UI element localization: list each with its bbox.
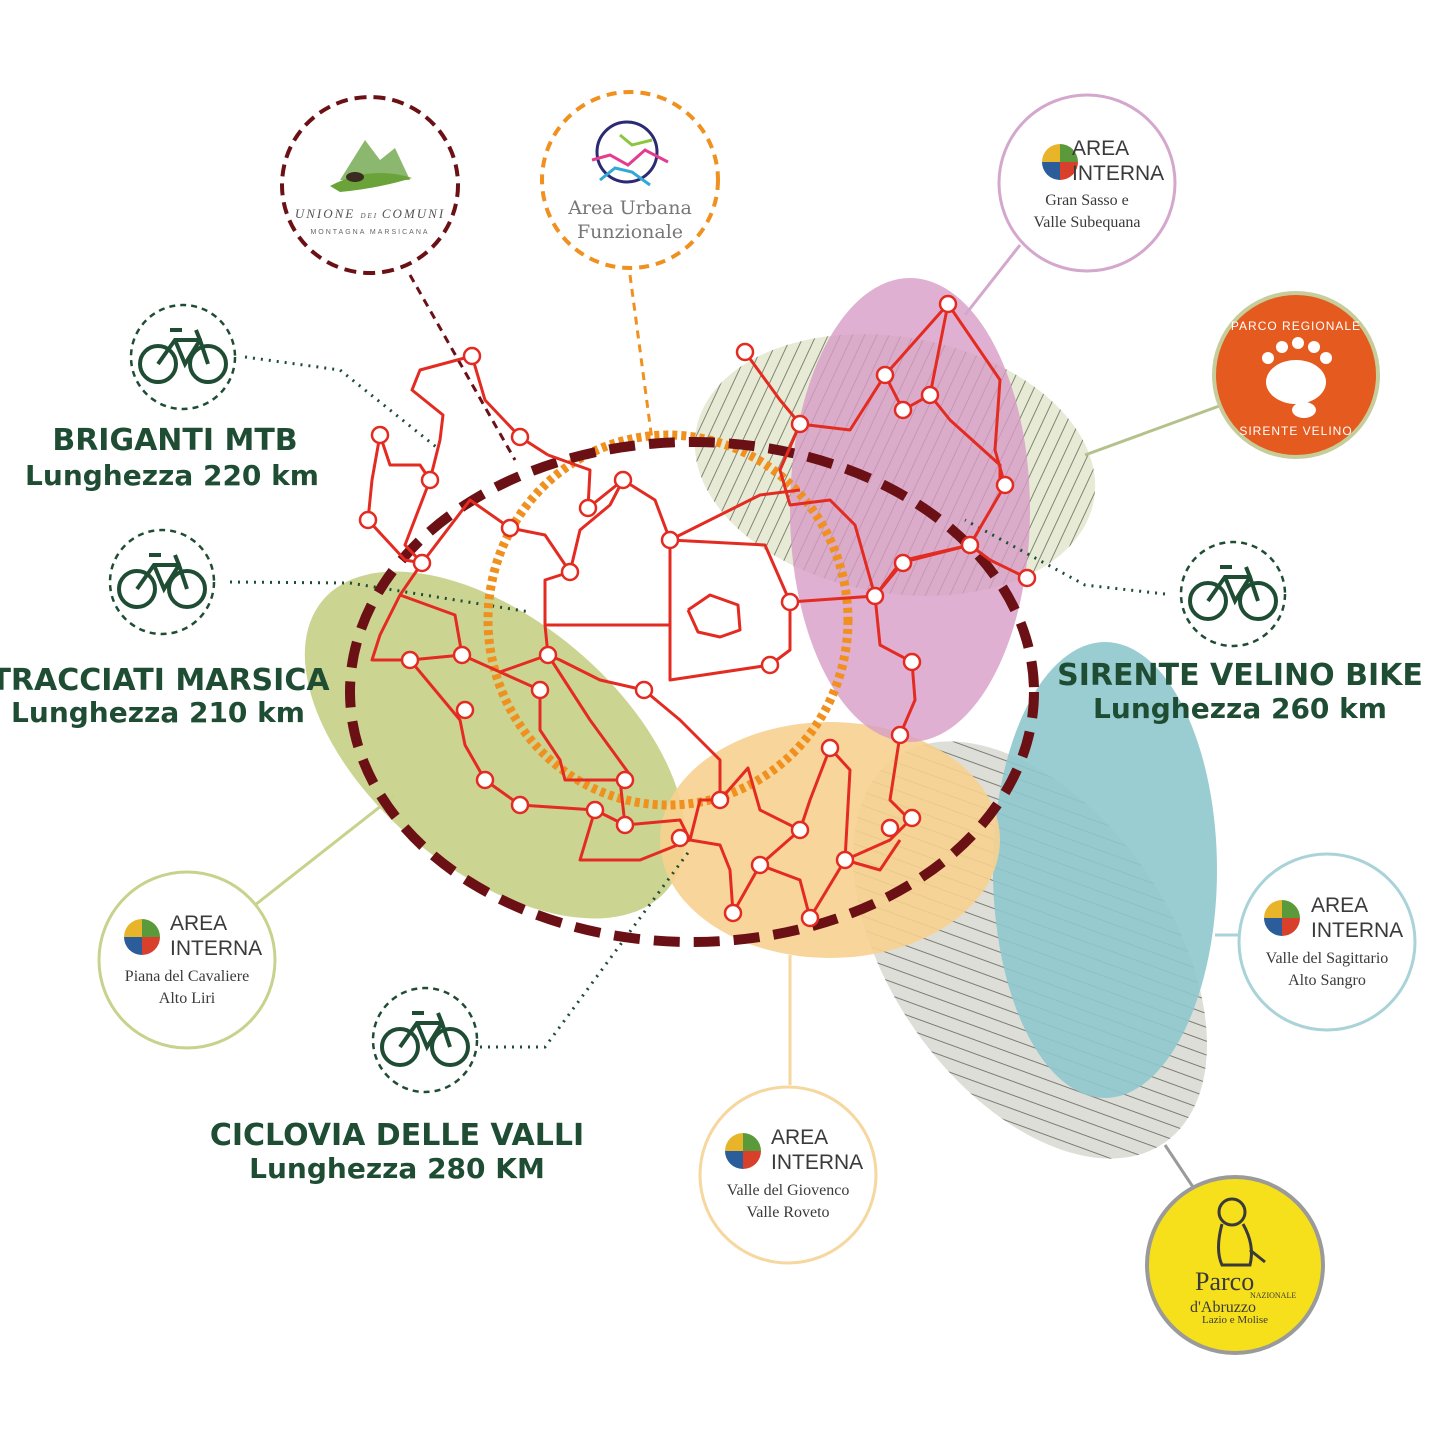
- svg-text:MONTAGNA MARSICANA: MONTAGNA MARSICANA: [310, 229, 429, 236]
- svg-text:Alto Sangro: Alto Sangro: [1288, 972, 1366, 989]
- area-interna-icon: [124, 919, 160, 955]
- parco-nazionale-abruzzo-logo: Parco NAZIONALE d'Abruzzo Lazio e Molise: [1145, 1175, 1325, 1355]
- svg-text:NAZIONALE: NAZIONALE: [1250, 1291, 1296, 1300]
- svg-text:Lazio e Molise: Lazio e Molise: [1202, 1314, 1268, 1326]
- svg-text:AREA: AREA: [170, 912, 227, 935]
- svg-text:AREA: AREA: [771, 1126, 828, 1149]
- svg-text:Valle del Giovenco: Valle del Giovenco: [727, 1182, 850, 1199]
- network-icon: [595, 120, 659, 184]
- route-label-briganti: BRIGANTI MTB Lunghezza 220 km: [25, 423, 319, 492]
- svg-text:Lunghezza 210 km: Lunghezza 210 km: [11, 696, 305, 729]
- bike-icon-briganti: [129, 303, 237, 411]
- region-teal: [993, 642, 1217, 1098]
- area-interna-icon: [1042, 144, 1078, 180]
- svg-text:INTERNA: INTERNA: [771, 1151, 863, 1174]
- unione-word: UNIONE: [295, 206, 361, 221]
- svg-text:Valle del Sagittario: Valle del Sagittario: [1266, 950, 1389, 967]
- svg-text:AREA: AREA: [1072, 137, 1129, 160]
- parco-sirente-velino-logo: PARCO REGIONALE SIRENTE VELINO: [1212, 291, 1380, 459]
- svg-text:Piana del Cavaliere: Piana del Cavaliere: [125, 968, 249, 985]
- connector-lines: [229, 244, 1240, 1191]
- svg-text:BRIGANTI MTB: BRIGANTI MTB: [52, 423, 297, 458]
- svg-text:CICLOVIA DELLE VALLI: CICLOVIA DELLE VALLI: [210, 1118, 584, 1153]
- region-green: [304, 571, 686, 919]
- svg-text:Valle Roveto: Valle Roveto: [746, 1204, 829, 1221]
- svg-text:Funzionale: Funzionale: [577, 221, 683, 243]
- route-label-ciclovia: CICLOVIA DELLE VALLI Lunghezza 280 KM: [210, 1118, 584, 1185]
- area-interna-icon: [1264, 900, 1300, 936]
- svg-text:AREA: AREA: [1311, 894, 1368, 917]
- svg-text:SIRENTE VELINO: SIRENTE VELINO: [1239, 424, 1352, 438]
- unione-comuni-logo: UNIONE DEI COMUNI MONTAGNA MARSICANA: [280, 95, 460, 275]
- bike-icon-marsica: [108, 528, 216, 636]
- svg-text:INTERNA: INTERNA: [1311, 919, 1403, 942]
- bike-icon-sirente: [1179, 540, 1287, 648]
- bear-icon: [346, 172, 364, 182]
- svg-text:Gran Sasso e: Gran Sasso e: [1045, 192, 1129, 209]
- area-interna-giovenco: AREA INTERNA Valle del Giovenco Valle Ro…: [698, 1085, 878, 1265]
- svg-text:Alto Liri: Alto Liri: [159, 990, 216, 1007]
- svg-text:d'Abruzzo: d'Abruzzo: [1190, 1299, 1256, 1316]
- area-interna-piana: AREA INTERNA Piana del Cavaliere Alto Li…: [97, 870, 277, 1050]
- svg-text:PARCO REGIONALE: PARCO REGIONALE: [1231, 319, 1361, 333]
- svg-text:Lunghezza 260 km: Lunghezza 260 km: [1093, 692, 1387, 725]
- svg-text:UNIONE DEI COMUNI: UNIONE DEI COMUNI: [295, 206, 445, 221]
- comuni-word: COMUNI: [382, 206, 445, 221]
- area-interna-icon: [725, 1133, 761, 1169]
- bear-icon: [1217, 1197, 1266, 1267]
- route-label-sirente: SIRENTE VELINO BIKE Lunghezza 260 km: [1057, 658, 1423, 725]
- bike-icon-ciclovia: [371, 986, 479, 1094]
- route-nodes: [358, 294, 1037, 928]
- orange-dashed-boundary: [483, 430, 853, 810]
- svg-text:INTERNA: INTERNA: [1072, 162, 1164, 185]
- area-interna-gran-sasso: AREA INTERNA Gran Sasso e Valle Subequan…: [997, 93, 1177, 273]
- region-shapes: [304, 278, 1217, 1159]
- area-urbana-logo: Area Urbana Funzionale: [540, 90, 720, 270]
- maroon-dashed-boundary: [345, 437, 1039, 947]
- paw-icon: [1262, 337, 1332, 418]
- route-label-marsica: TRACCIATI MARSICA Lunghezza 210 km: [0, 663, 330, 729]
- area-interna-sagittario: AREA INTERNA Valle del Sagittario Alto S…: [1237, 852, 1417, 1032]
- svg-text:Lunghezza 220 km: Lunghezza 220 km: [25, 459, 319, 492]
- svg-text:Area Urbana: Area Urbana: [567, 197, 692, 219]
- dei-word: DEI: [359, 212, 381, 220]
- region-peach: [660, 722, 1000, 958]
- svg-text:INTERNA: INTERNA: [170, 937, 262, 960]
- svg-text:Lunghezza 280 KM: Lunghezza 280 KM: [249, 1152, 545, 1185]
- svg-text:Valle Subequana: Valle Subequana: [1033, 214, 1140, 231]
- svg-text:Parco: Parco: [1195, 1267, 1254, 1296]
- region-purple: [790, 278, 1030, 742]
- svg-text:SIRENTE VELINO BIKE: SIRENTE VELINO BIKE: [1057, 658, 1423, 693]
- svg-text:TRACCIATI MARSICA: TRACCIATI MARSICA: [0, 663, 330, 698]
